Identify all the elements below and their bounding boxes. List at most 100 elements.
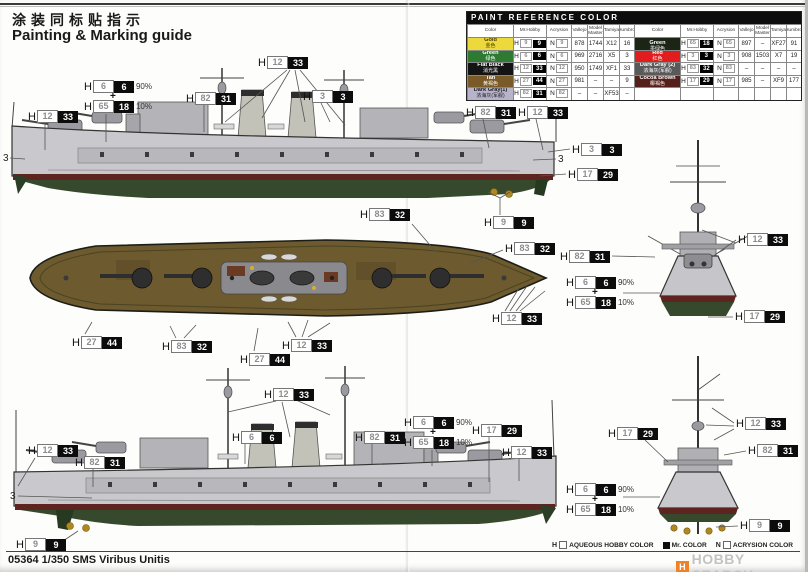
mr-color-chip: 33 — [531, 446, 552, 459]
mr-color-chip: 18 — [113, 100, 134, 113]
mix-percentage: 10% — [455, 438, 472, 447]
column-header: Color — [467, 24, 513, 37]
mr-color-chip: 33 — [765, 417, 786, 430]
color-name: RLM70 Black Green — [640, 37, 675, 47]
mix-plus-sign: + — [592, 287, 598, 298]
callout-h-prefix: H — [240, 353, 248, 366]
mix-percentage: 90% — [455, 418, 472, 427]
aqueous-code-box: 12 — [746, 233, 768, 246]
legend-mr-color-label: Mr. COLOR — [671, 541, 707, 549]
mr-color-chip: 3 — [601, 143, 622, 156]
callout-h-prefix: H — [28, 110, 36, 123]
callout-h-prefix: H — [472, 424, 480, 437]
mr-color-chip: 31 — [777, 444, 798, 457]
draft-mark: 3 — [10, 491, 16, 502]
aqueous-code-box: 17 — [743, 310, 765, 323]
color-name: Flat Black — [477, 62, 504, 69]
paint-code-cell: – — [754, 62, 770, 75]
color-name: Dark Gray (2) — [639, 62, 676, 69]
aqueous-code-box: 65 — [92, 100, 114, 113]
hobbysearch-logo-icon: H — [676, 560, 689, 572]
draft-mark: 3 — [3, 153, 9, 164]
mix-percentage: 90% — [617, 278, 634, 287]
aqueous-code-box: 9 — [519, 39, 532, 49]
black-box-icon — [662, 541, 670, 549]
ship-port-profile — [13, 366, 557, 532]
mr-color-chip: 33 — [311, 339, 332, 352]
mix-percentage: 90% — [617, 485, 634, 494]
callout-h-prefix: H — [72, 336, 80, 349]
aqueous-code-box: 6 — [412, 416, 434, 429]
mr-color-chip: 31 — [589, 250, 610, 263]
ship-plan-view — [29, 239, 549, 317]
color-swatch-cell: Dark Gray(1)浓海灰(军舰) — [467, 87, 513, 100]
callout-h-prefix: H — [492, 312, 500, 325]
kit-number: 05364 1/350 SMS Viribus Unitis — [8, 554, 170, 566]
column-header: Humbrol — [619, 24, 634, 37]
aqueous-code-box: 83 — [686, 64, 699, 74]
acrysion-code-box: 3 — [722, 51, 735, 61]
draft-mark: 3 — [558, 154, 564, 165]
callout-h-prefix: H — [404, 416, 412, 429]
paint-code-cell: XF27 — [770, 37, 786, 50]
paint-code-cell — [770, 87, 786, 100]
aqueous-code-box: 65 — [686, 39, 699, 49]
mr-color-chip: 18 — [433, 436, 454, 449]
mr-color-chip: 33 — [57, 444, 78, 457]
paint-code-cell: – — [770, 62, 786, 75]
white-box-icon — [722, 541, 731, 549]
legend-aqueous: H AQUEOUS HOBBY COLOR — [552, 541, 654, 549]
paint-code-cell: 9 — [619, 74, 634, 87]
color-name-chinese: 金色 — [485, 43, 496, 50]
aqueous-code-box: 82 — [474, 106, 496, 119]
acrysion-code-box: 17 — [722, 76, 735, 86]
mr-color-chip: 3 — [332, 90, 353, 103]
callout-h-prefix: H — [572, 143, 580, 156]
aqueous-code-box: 12 — [36, 444, 58, 457]
paint-code-cell: 2716 — [587, 49, 603, 62]
paint-code-cell: 1503 — [754, 49, 770, 62]
aqueous-code-box: 12 — [510, 446, 532, 459]
callout-h-prefix: H — [736, 417, 744, 430]
callout-h-prefix: H — [518, 106, 526, 119]
draft-mark-number: 3 — [3, 153, 9, 164]
paint-code-cell: XF9 — [770, 74, 786, 87]
leader-line — [169, 325, 177, 339]
aqueous-code-box: 9 — [748, 519, 770, 532]
callout-h-prefix: H — [264, 388, 272, 401]
callout-h-prefix: H — [608, 427, 616, 440]
mr-color-chip: 9 — [532, 39, 546, 48]
paint-code-cell: 33 — [619, 62, 634, 75]
color-name-chinese: 绿色 — [485, 55, 496, 62]
paint-code-cell: 878 — [571, 37, 587, 50]
